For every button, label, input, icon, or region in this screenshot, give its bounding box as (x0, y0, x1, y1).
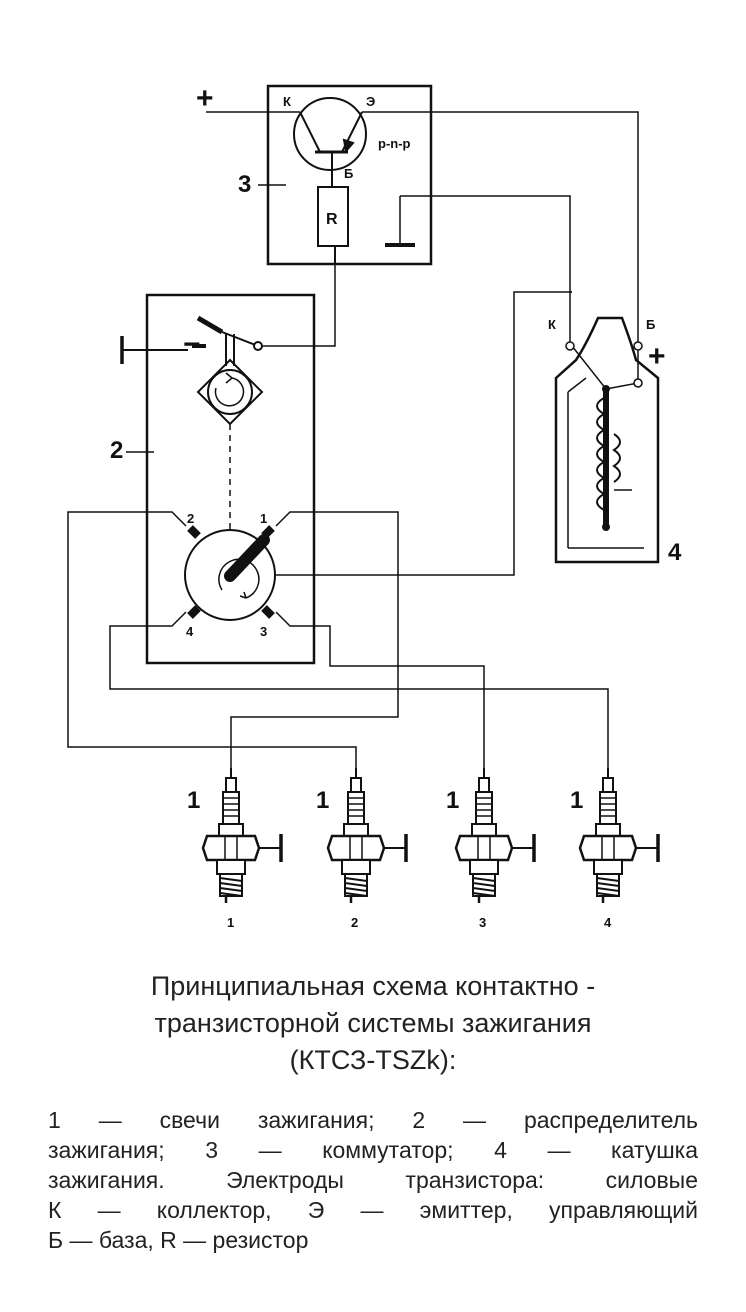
plug-number-label: 4 (604, 915, 612, 930)
spark-plug (201, 766, 283, 905)
base-label: Б (344, 166, 353, 181)
ground-minus-sign: − (183, 328, 201, 361)
wiring (67, 111, 643, 768)
plug-number-label: 3 (479, 915, 486, 930)
switch-number-label: 3 (238, 171, 251, 198)
distributor-number-label: 2 (110, 437, 123, 464)
caption-line: Принципиальная схема контактно - (150, 971, 596, 1001)
spark-plug (454, 766, 536, 905)
cap-terminal-label: 4 (186, 624, 194, 639)
plug-callout-label: 1 (446, 787, 459, 814)
coil-b-label: Б (646, 317, 655, 332)
switch-unit (266, 84, 433, 266)
caption-line: транзисторной системы зажигания (154, 1008, 592, 1038)
plug-callout-label: 1 (187, 787, 200, 814)
resistor-label: R (326, 211, 338, 228)
coil-k-label: К (548, 317, 556, 332)
legend-line: зажигания. Электроды транзистора: силовы… (48, 1167, 698, 1193)
legend-line: 1 — свечи зажигания; 2 — распределитель (48, 1107, 698, 1133)
diagram-legend: 1 — свечи зажигания; 2 — распределитель … (48, 1105, 698, 1255)
cap-terminal-label: 2 (187, 511, 194, 526)
plug-number-label: 2 (351, 915, 358, 930)
diagram-caption: Принципиальная схема контактно - транзис… (0, 968, 746, 1079)
legend-line: Б — база, R — резистор (48, 1227, 309, 1253)
spark-plug (326, 766, 408, 905)
cap-terminal-label: 3 (260, 624, 267, 639)
plug-number-label: 1 (227, 915, 234, 930)
spark-plug (578, 766, 660, 905)
plug-callout-label: 1 (316, 787, 329, 814)
plug-callout-label: 1 (570, 787, 583, 814)
ignition-coil (554, 316, 660, 564)
coil-number-label: 4 (668, 539, 682, 566)
emitter-label: Э (366, 94, 375, 109)
legend-line: зажигания; 3 — коммутатор; 4 — катушка (48, 1137, 698, 1163)
distributor (120, 293, 316, 665)
transistor-type-label: p-n-p (378, 136, 411, 151)
caption-line: (КТСЗ-TSZk): (289, 1045, 457, 1075)
legend-line: К — коллектор, Э — эмиттер, управляющий (48, 1197, 698, 1223)
battery-plus-sign: + (196, 82, 214, 115)
ignition-circuit-diagram: К Э p-n-p Б R 3 + − 2 1 2 3 (67, 82, 682, 930)
cap-terminal-label: 1 (260, 511, 267, 526)
coil-plus-sign: + (648, 340, 666, 373)
collector-label: К (283, 94, 291, 109)
